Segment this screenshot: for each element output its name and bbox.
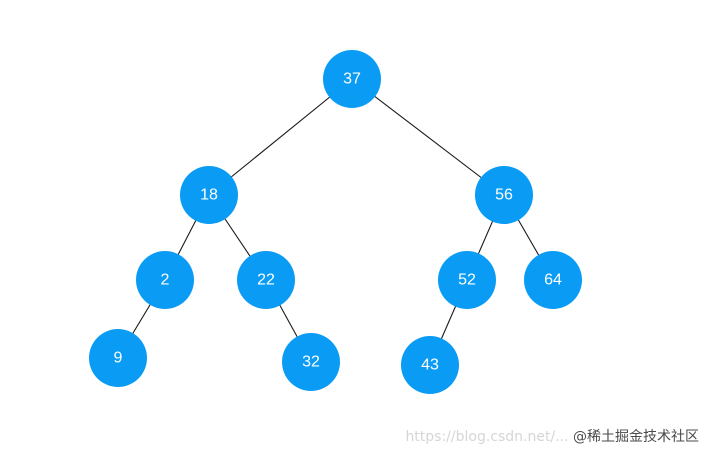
node-label-37: 37 [343,71,361,88]
tree-node-64: 64 [524,251,582,309]
tree-edges [117,78,554,366]
tree-node-52: 52 [438,251,496,309]
tree-node-32: 32 [282,333,340,391]
tree-node-9: 9 [89,329,147,387]
node-label-52: 52 [458,272,476,289]
node-circle-52 [438,251,496,309]
tree-node-2: 2 [136,251,194,309]
node-label-32: 32 [302,354,320,371]
tree-node-18: 18 [180,166,238,224]
node-circle-64 [524,251,582,309]
edge-n37-n56 [351,78,505,196]
tree-node-56: 56 [475,166,533,224]
node-label-64: 64 [544,272,562,289]
node-label-18: 18 [200,187,218,204]
node-circle-32 [282,333,340,391]
node-circle-37 [323,50,381,108]
node-label-56: 56 [495,187,513,204]
node-label-2: 2 [161,272,170,289]
node-circle-22 [237,251,295,309]
tree-node-37: 37 [323,50,381,108]
tree-node-43: 43 [401,336,459,394]
node-circle-9 [89,329,147,387]
watermark-brand: @稀土掘金技术社区 [573,429,699,445]
watermark-url: https://blog.csdn.net/... [405,429,569,445]
node-circle-43 [401,336,459,394]
node-label-22: 22 [257,272,275,289]
node-label-43: 43 [421,357,439,374]
node-label-9: 9 [114,350,123,367]
edge-n37-n18 [208,78,353,196]
node-circle-2 [136,251,194,309]
node-circle-56 [475,166,533,224]
tree-node-22: 22 [237,251,295,309]
node-circle-18 [180,166,238,224]
watermark: https://blog.csdn.net/... @稀土掘金技术社区 [405,429,699,445]
